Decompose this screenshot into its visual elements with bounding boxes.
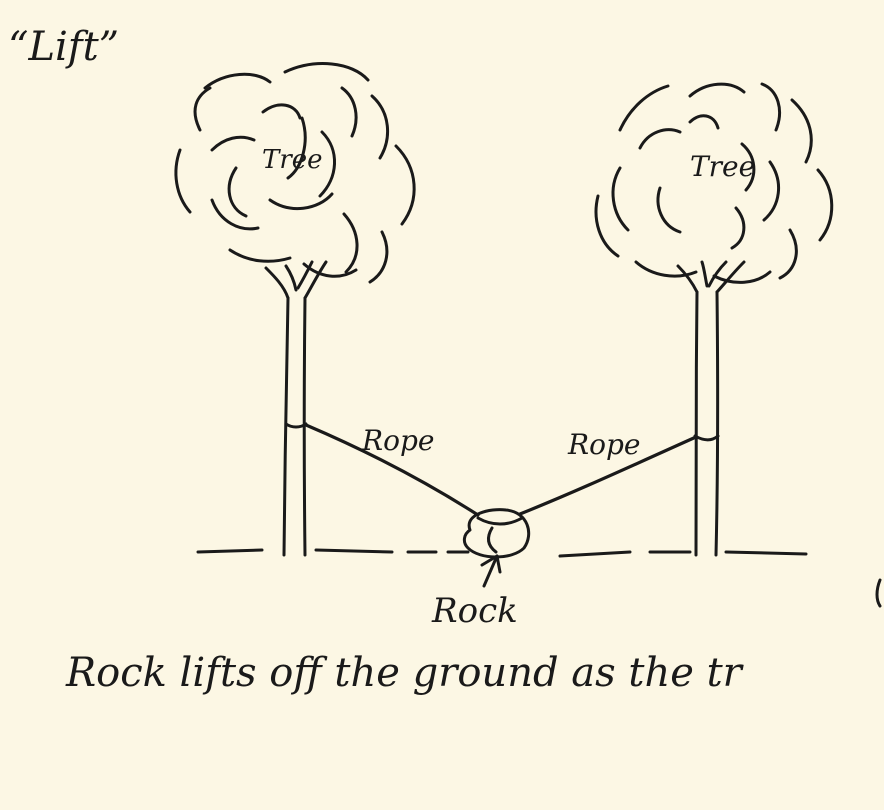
caption: Rock lifts off the ground as the tr (65, 650, 745, 696)
rock-arrow (480, 554, 502, 588)
right-tree-canopy (594, 82, 834, 284)
right-rope (518, 435, 698, 516)
rock (462, 508, 530, 559)
right-tree-trunk (676, 260, 746, 557)
diagram-title: “Lift” (8, 24, 119, 70)
rope-label-right: Rope (567, 428, 640, 461)
rock-label: Rock (431, 591, 518, 631)
ground-line (196, 548, 808, 558)
left-tree-trunk (264, 260, 328, 557)
left-tree-canopy (174, 62, 416, 284)
tree-label-right: Tree (690, 150, 755, 183)
edge-stroke (875, 578, 882, 608)
tree-label-left: Tree (262, 145, 323, 175)
left-rope (304, 423, 480, 517)
rope-label-left: Rope (361, 424, 434, 457)
rope-ties (284, 422, 720, 442)
ropes (304, 423, 698, 517)
